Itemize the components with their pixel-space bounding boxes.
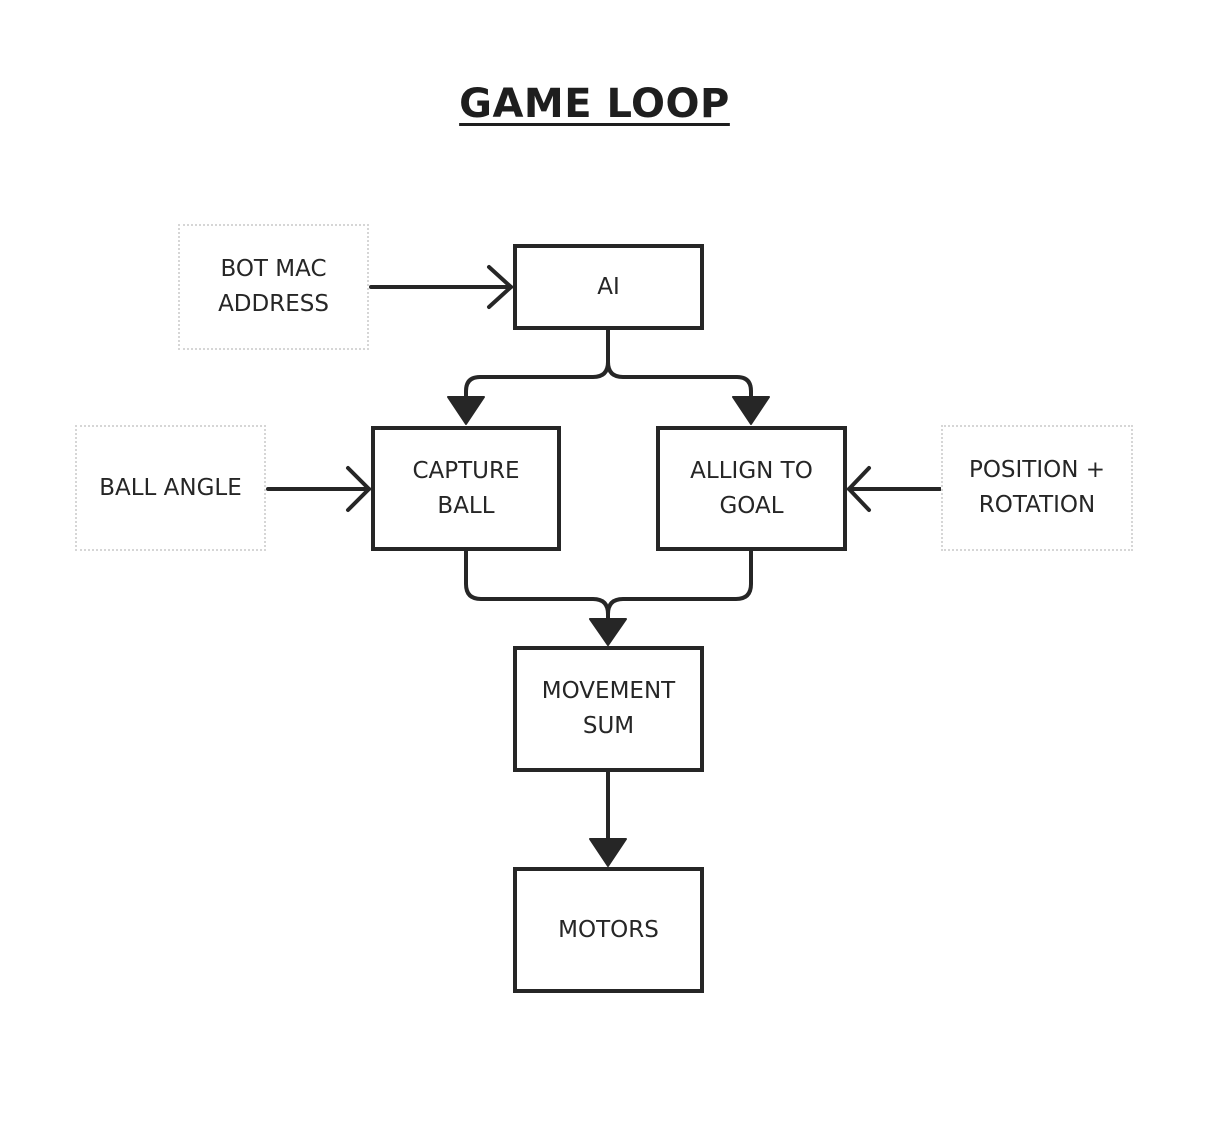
node-position-rotation: POSITION + ROTATION — [941, 425, 1133, 551]
arrowhead-movement — [589, 618, 627, 646]
arrowhead-capture — [447, 396, 485, 425]
node-ball-angle: BALL ANGLE — [75, 425, 266, 551]
edge-merge-to-movement — [464, 548, 753, 624]
node-capture-ball-label: CAPTURE BALL — [412, 457, 520, 519]
arrowhead-allign — [732, 396, 770, 425]
arrowhead-motors — [589, 838, 627, 867]
node-motors-label: MOTORS — [558, 916, 659, 943]
edge-botmac-to-ai — [369, 265, 513, 309]
node-allign-to-goal-label: ALLIGN TO GOAL — [690, 457, 813, 519]
node-ai-label: AI — [597, 273, 620, 300]
node-allign-to-goal: ALLIGN TO GOAL — [656, 426, 847, 551]
edge-ballangle-to-capture — [266, 466, 371, 512]
node-bot-mac-address: BOT MAC ADDRESS — [178, 224, 369, 350]
node-movement-sum-label: MOVEMENT SUM — [541, 678, 676, 739]
diagram-title: GAME LOOP — [459, 81, 730, 127]
node-capture-ball: CAPTURE BALL — [371, 426, 561, 551]
node-position-rotation-label: POSITION + ROTATION — [968, 457, 1106, 518]
node-bot-mac-address-label: BOT MAC ADDRESS — [218, 256, 329, 317]
edge-ai-split — [464, 327, 753, 402]
node-ai: AI — [513, 244, 704, 330]
edge-position-to-allign — [847, 466, 942, 512]
node-ball-angle-label: BALL ANGLE — [99, 474, 242, 501]
node-movement-sum: MOVEMENT SUM — [513, 646, 704, 772]
node-motors: MOTORS — [513, 867, 704, 993]
